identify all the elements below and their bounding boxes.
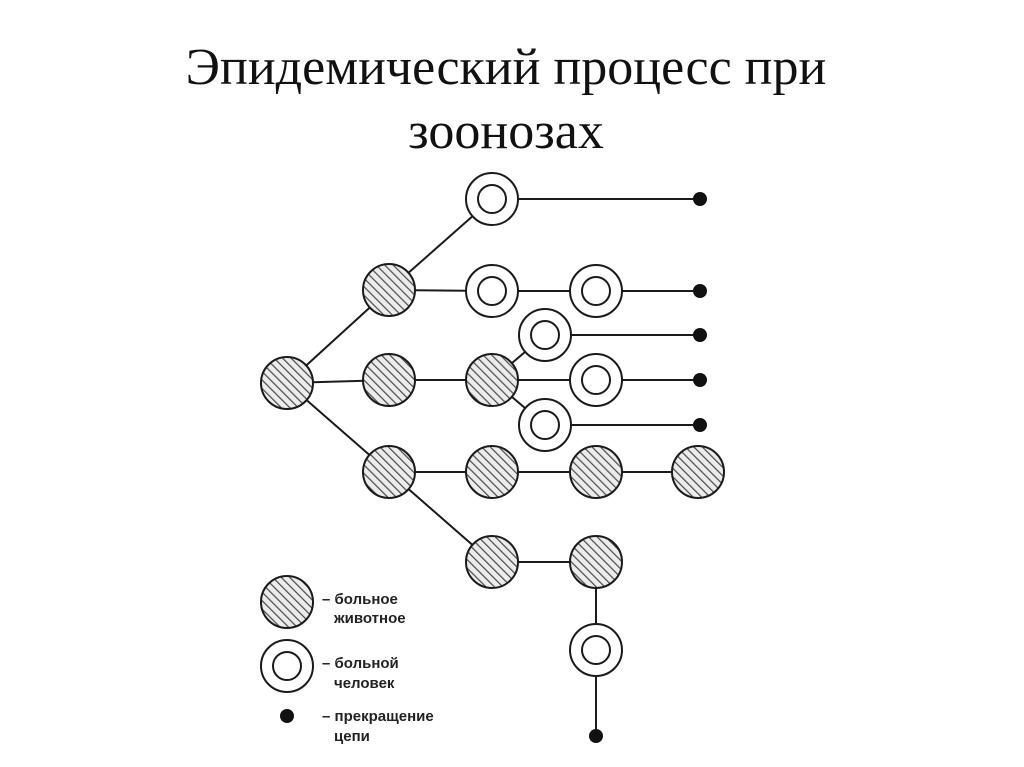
page-title-line-2: зоонозах <box>408 103 604 160</box>
legend-item-animal: – больное животное <box>260 575 406 629</box>
sick-animal-node <box>569 535 623 589</box>
sick-human-node <box>569 264 623 318</box>
sick-animal-node <box>569 445 623 499</box>
sick-human-node <box>465 264 519 318</box>
chain-end-dot <box>693 373 707 387</box>
legend-human-line-1: – больной <box>322 655 399 672</box>
chain-end-dots <box>589 192 707 743</box>
legend: – больное животное – больной человек – п… <box>260 575 434 745</box>
chain-end-dot <box>693 328 707 342</box>
sick-human-node <box>518 308 572 362</box>
sick-animal-node <box>260 356 314 410</box>
legend-human-line-2: человек <box>334 675 395 692</box>
sick-animal-node <box>465 445 519 499</box>
sick-animal-node <box>362 353 416 407</box>
chain-end-dot <box>693 284 707 298</box>
legend-animal-line-1: – больное <box>322 591 398 608</box>
sick-animal-node <box>362 263 416 317</box>
legend-end-line-1: – прекращение <box>322 708 434 725</box>
legend-animal-line-2: животное <box>333 610 406 627</box>
sick-human-node <box>465 172 519 226</box>
page-title: Эпидемический процесс при зоонозах <box>0 36 1012 164</box>
sick-human-nodes <box>465 172 623 677</box>
legend-human-swatch <box>260 639 314 693</box>
sick-animal-node <box>465 353 519 407</box>
chain-end-dot <box>693 418 707 432</box>
legend-end-line-2: цепи <box>334 728 370 745</box>
sick-animal-node <box>362 445 416 499</box>
legend-item-human: – больной человек <box>260 639 399 693</box>
sick-human-node <box>518 398 572 452</box>
chain-end-dot <box>693 192 707 206</box>
sick-human-node <box>569 353 623 407</box>
chain-end-dot <box>589 729 603 743</box>
sick-animal-node <box>671 445 725 499</box>
sick-human-node <box>569 623 623 677</box>
legend-end-swatch <box>280 709 294 723</box>
page-title-line-1: Эпидемический процесс при <box>185 39 827 96</box>
legend-item-end: – прекращение цепи <box>280 708 434 745</box>
sick-animal-node <box>465 535 519 589</box>
sick-animal-nodes <box>260 263 725 589</box>
legend-animal-swatch <box>260 575 314 629</box>
